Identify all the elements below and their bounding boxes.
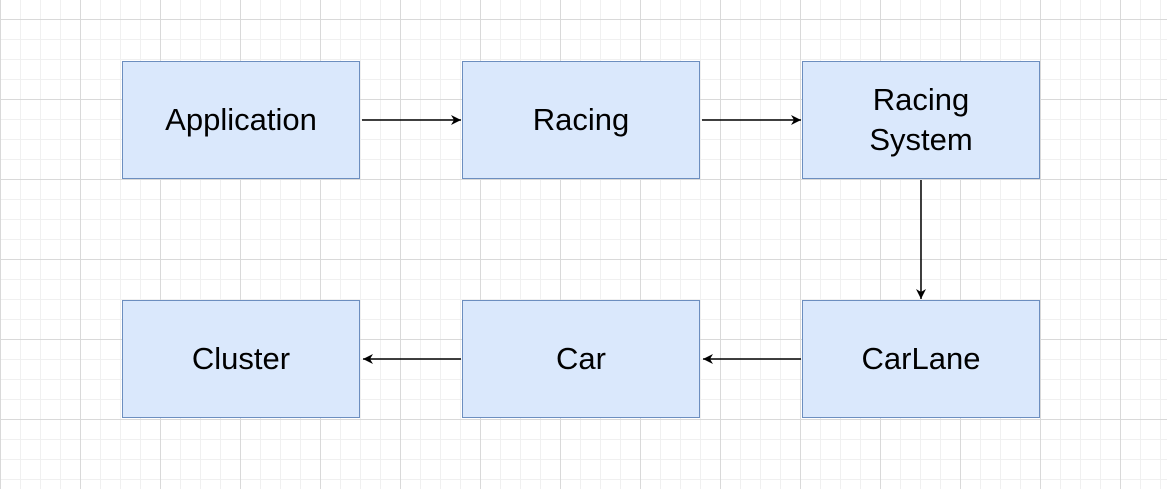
node-racing[interactable]: Racing bbox=[462, 61, 700, 179]
node-cluster-label: Cluster bbox=[191, 341, 291, 376]
node-application[interactable]: Application bbox=[122, 61, 360, 179]
node-carlane-label: CarLane bbox=[861, 341, 981, 376]
node-cluster[interactable]: Cluster bbox=[122, 300, 360, 418]
node-car-label: Car bbox=[556, 341, 606, 376]
node-racing-label: Racing bbox=[532, 102, 630, 137]
node-application-label: Application bbox=[165, 102, 317, 137]
node-car[interactable]: Car bbox=[462, 300, 700, 418]
node-racing-system-label: Racing System bbox=[869, 82, 973, 157]
node-racing-system[interactable]: Racing System bbox=[802, 61, 1040, 179]
node-carlane[interactable]: CarLane bbox=[802, 300, 1040, 418]
